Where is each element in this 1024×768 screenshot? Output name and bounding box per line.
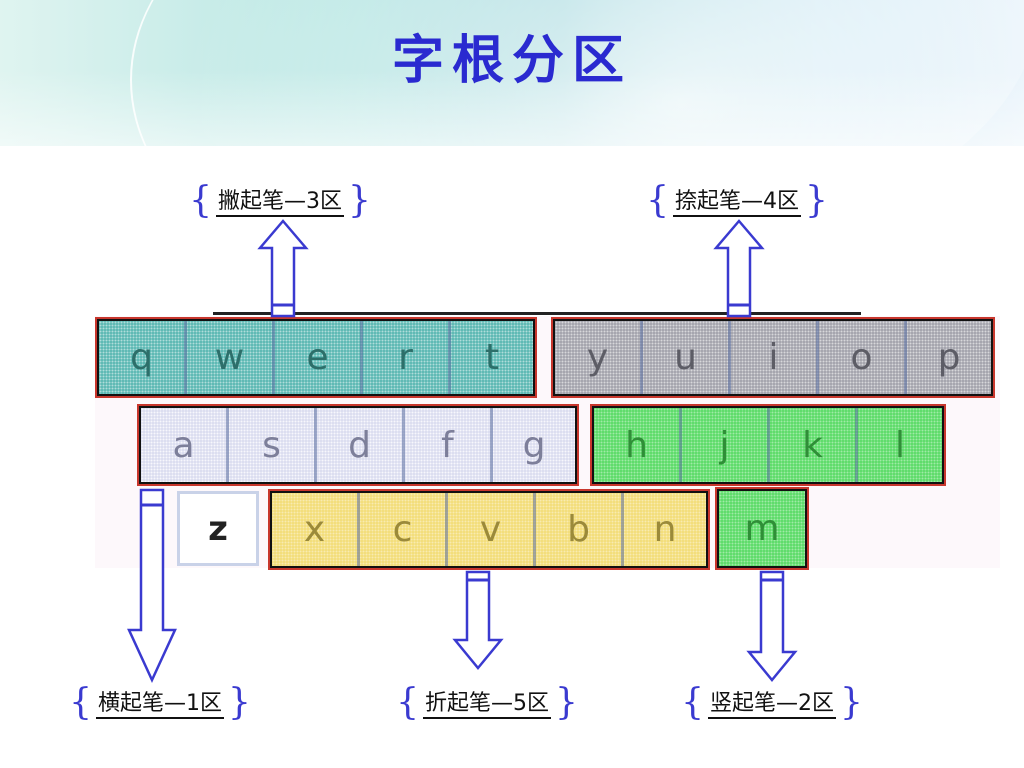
brace-close-icon: } <box>228 681 251 723</box>
header-band <box>0 0 1024 146</box>
key-v: v <box>448 493 536 566</box>
key-s: s <box>229 408 317 482</box>
arrow-down-zone2 <box>746 570 798 682</box>
brace-open-icon: { <box>396 681 419 723</box>
arrow-up-zone4 <box>713 219 765 318</box>
brace-open-icon: { <box>69 681 92 723</box>
zone-label-3: { 撇起笔—3区 } <box>165 178 395 222</box>
key-group-zone4: y u i o p <box>551 317 995 398</box>
brace-close-icon: } <box>555 681 578 723</box>
key-m: m <box>744 508 780 549</box>
brace-close-icon: } <box>348 179 371 221</box>
key-t: t <box>484 337 500 378</box>
key-a: a <box>141 408 229 482</box>
key-group-zone1: a s d f g <box>137 404 579 486</box>
zone-label-5: { 折起笔—5区 } <box>372 680 602 724</box>
zone-label-1-text: 横起笔—1区 <box>96 685 224 719</box>
key-f: f <box>405 408 493 482</box>
key-u: u <box>643 321 731 394</box>
zone-label-2: { 竖起笔—2区 } <box>657 680 887 724</box>
zone-label-5-text: 折起笔—5区 <box>423 685 551 719</box>
zone-label-2-text: 竖起笔—2区 <box>708 685 836 719</box>
key-x: x <box>272 493 360 566</box>
arrow-down-zone1 <box>127 488 177 683</box>
key-j: j <box>682 408 770 482</box>
key-q: q <box>99 321 187 394</box>
key-o: o <box>819 321 907 394</box>
key-p: p <box>937 337 961 378</box>
brace-close-icon: } <box>840 681 863 723</box>
arrow-up-zone3 <box>257 219 309 318</box>
keyboard-top-line <box>213 312 861 315</box>
key-group-zone3: q w e r t <box>95 317 537 398</box>
key-l: l <box>894 424 905 466</box>
brace-close-icon: } <box>805 179 828 221</box>
zone-label-4-text: 捺起笔—4区 <box>673 183 801 217</box>
key-c: c <box>360 493 448 566</box>
key-group-zone2: h j k l <box>590 404 946 486</box>
zone-label-3-text: 撇起笔—3区 <box>216 183 344 217</box>
key-group-zone2-m: m <box>715 487 809 570</box>
brace-open-icon: { <box>681 681 704 723</box>
brace-open-icon: { <box>646 179 669 221</box>
key-z: z <box>177 491 259 566</box>
key-i: i <box>731 321 819 394</box>
page-title: 字根分区 <box>391 30 632 91</box>
key-h: h <box>594 408 682 482</box>
brace-open-icon: { <box>189 179 212 221</box>
key-r: r <box>363 321 451 394</box>
key-e: e <box>275 321 363 394</box>
key-b: b <box>536 493 624 566</box>
key-w: w <box>187 321 275 394</box>
zone-label-4: { 捺起笔—4区 } <box>622 178 852 222</box>
key-n: n <box>653 509 677 550</box>
arrow-down-zone5 <box>452 570 504 670</box>
key-k: k <box>770 408 858 482</box>
key-y: y <box>555 321 643 394</box>
zone-label-1: { 横起笔—1区 } <box>45 680 275 724</box>
key-group-zone5: x c v b n <box>268 489 710 570</box>
key-g: g <box>522 424 546 466</box>
key-d: d <box>317 408 405 482</box>
